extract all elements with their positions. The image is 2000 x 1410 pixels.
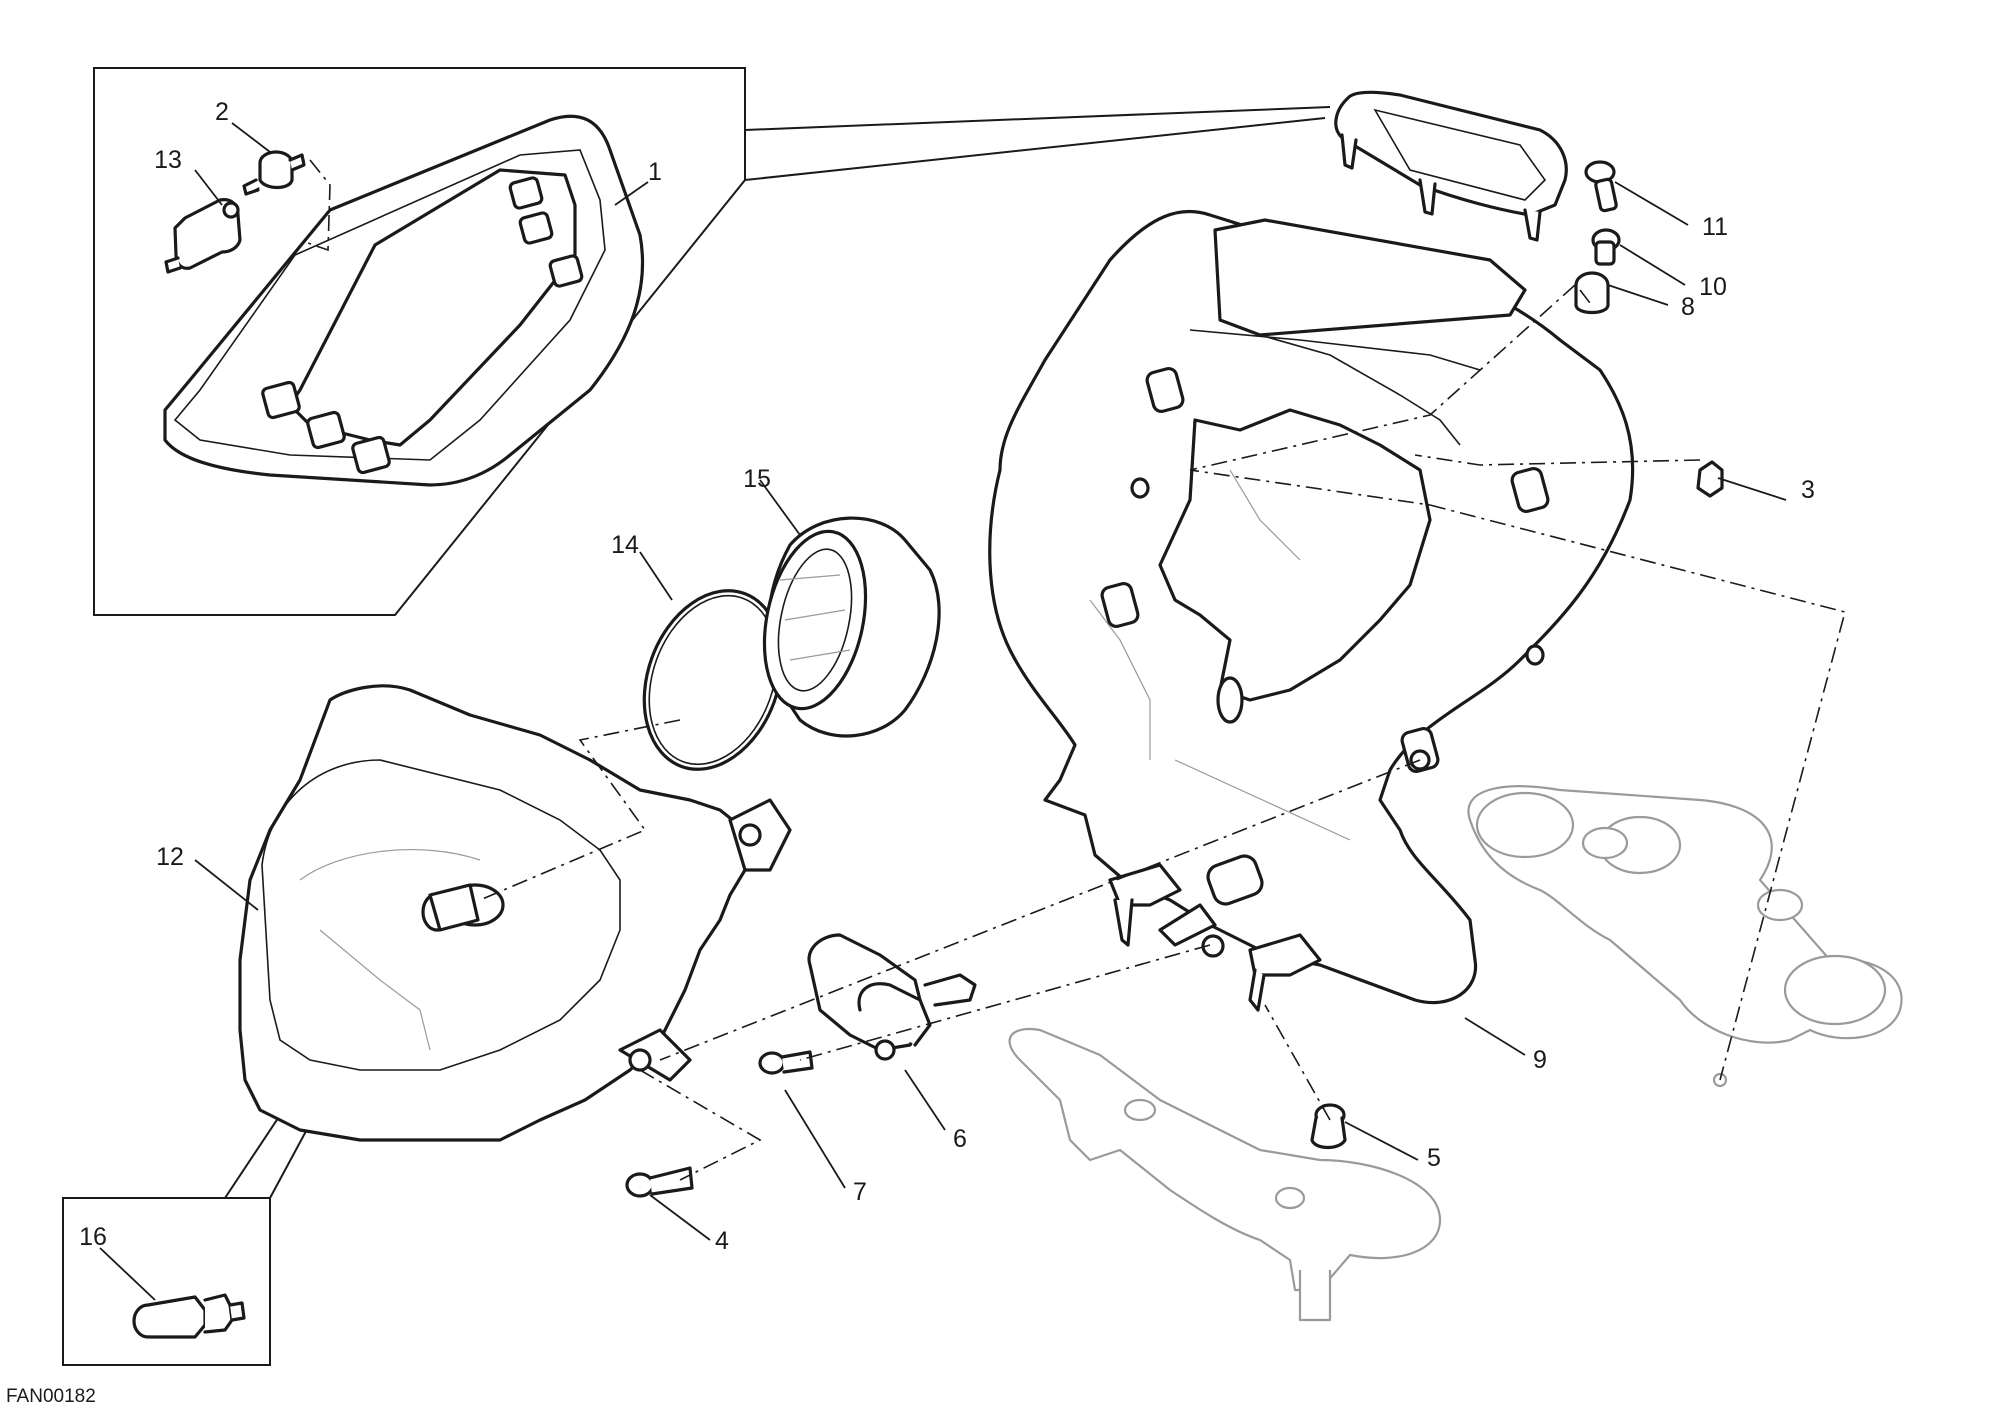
bulb-holder-13 <box>164 159 331 274</box>
bulb-inset-frame <box>62 1197 271 1366</box>
screw-11 <box>1584 160 1618 213</box>
callout-10: 10 <box>1699 273 1727 301</box>
callout-11: 11 <box>1702 213 1728 241</box>
callout-1: 1 <box>648 158 662 186</box>
instrument-cover <box>1334 90 1568 242</box>
instrument-panel <box>163 114 645 487</box>
callout-9: 9 <box>1533 1046 1547 1074</box>
parking-light-6 <box>807 933 977 1061</box>
callout-8: 8 <box>1681 293 1695 321</box>
spacer-10 <box>1591 228 1621 266</box>
leader-lines <box>99 122 1787 1301</box>
screw-4 <box>625 1166 694 1198</box>
headlight-support-bracket <box>988 209 1635 1012</box>
callout-4: 4 <box>715 1227 729 1255</box>
callout-13: 13 <box>154 146 182 174</box>
gasket-ring-14 <box>642 589 784 771</box>
callout-5: 5 <box>1427 1144 1441 1172</box>
callout-14: 14 <box>611 531 639 559</box>
callout-labels: 1 2 3 4 5 6 7 8 9 10 11 12 13 14 15 16 <box>79 98 1815 1255</box>
callout-7: 7 <box>853 1178 867 1206</box>
assembly-lines <box>479 284 1846 1181</box>
bulb-16 <box>132 1293 246 1339</box>
callout-6: 6 <box>953 1125 967 1153</box>
nut-3 <box>1696 460 1724 498</box>
callout-12: 12 <box>156 843 184 871</box>
callout-3: 3 <box>1801 476 1815 504</box>
diagram-code: FAN00182 <box>6 1386 96 1407</box>
callout-15: 15 <box>743 465 771 493</box>
screw-7 <box>758 1050 814 1075</box>
connector-2 <box>242 150 306 196</box>
callout-16: 16 <box>79 1223 107 1251</box>
rubber-grommet-8 <box>1574 271 1610 315</box>
lower-triple-clamp <box>1008 1027 1442 1322</box>
rubber-grommet-5 <box>1310 1103 1347 1150</box>
callout-2: 2 <box>215 98 229 126</box>
reflector-unit-15 <box>762 516 941 738</box>
headlight-body <box>238 684 792 1142</box>
upper-triple-clamp <box>1467 785 1903 1088</box>
